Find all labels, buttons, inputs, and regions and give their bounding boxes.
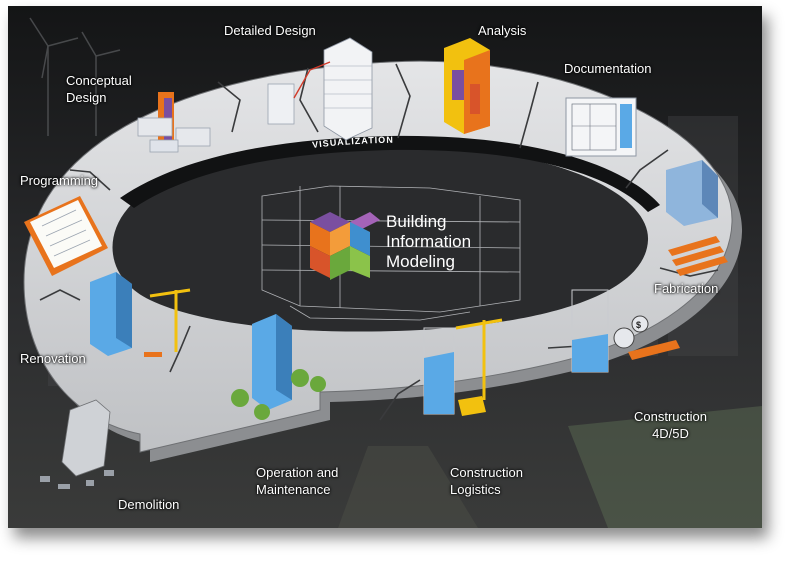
label-conceptual-design: Conceptual Design xyxy=(66,72,132,106)
label-line: Detailed Design xyxy=(224,23,316,38)
demolition-icon xyxy=(40,399,114,489)
construction-logistics-icon xyxy=(423,318,503,416)
label-renovation: Renovation xyxy=(20,350,86,367)
label-line: Documentation xyxy=(564,61,652,76)
label-demolition: Demolition xyxy=(118,496,179,513)
label-programming: Programming xyxy=(20,172,98,189)
label-construction-4d5d: Construction 4D/5D xyxy=(634,408,707,442)
label-line: Programming xyxy=(20,173,99,188)
title-line-3: Modeling xyxy=(386,252,455,271)
label-line: Maintenance xyxy=(256,482,331,497)
label-line: Construction xyxy=(634,409,707,424)
label-line: Fabrication xyxy=(654,281,719,296)
fabrication-icon xyxy=(666,160,728,276)
bim-logo-icon xyxy=(310,212,380,280)
analysis-icon xyxy=(444,38,490,134)
bim-wireframe-building xyxy=(261,185,521,321)
label-line: Analysis xyxy=(478,23,527,38)
label-line: Logistics xyxy=(450,482,501,497)
title-line-1: Building xyxy=(386,212,447,231)
documentation-icon xyxy=(565,97,637,157)
ring-inner-hole xyxy=(112,147,649,332)
label-line: Construction xyxy=(450,465,523,480)
bim-center-title: Building Information Modeling xyxy=(386,212,471,272)
svg-text:$: $ xyxy=(636,320,641,330)
renovation-icon xyxy=(90,272,191,357)
programming-icon xyxy=(24,196,108,276)
construction-4d5d-icon: $ xyxy=(571,289,680,373)
label-line: 4D/5D xyxy=(652,426,689,441)
label-detailed-design: Detailed Design xyxy=(224,22,316,39)
visualization-band xyxy=(120,135,660,212)
label-fabrication: Fabrication xyxy=(654,280,718,297)
label-line: Design xyxy=(66,90,107,105)
label-operation-maintenance: Operation and Maintenance xyxy=(256,464,338,498)
label-documentation: Documentation xyxy=(564,60,651,77)
label-line: Conceptual xyxy=(66,73,132,88)
title-line-2: Information xyxy=(386,232,472,251)
label-analysis: Analysis xyxy=(478,22,526,39)
detailed-design-icon xyxy=(267,37,373,141)
conceptual-design-icon xyxy=(137,92,211,153)
label-line: Renovation xyxy=(20,351,86,366)
label-construction-logistics: Construction Logistics xyxy=(450,464,523,498)
operation-maintenance-icon xyxy=(231,314,326,420)
label-line: Operation and xyxy=(256,465,339,480)
label-line: Demolition xyxy=(118,497,180,512)
